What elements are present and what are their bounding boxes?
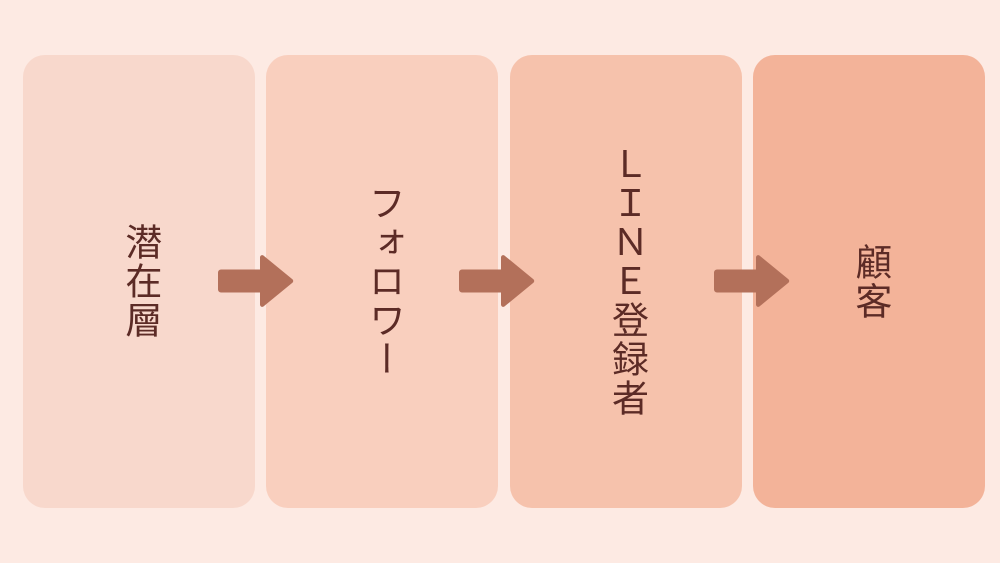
funnel-stage-follower[interactable]: フォロワー [266,55,499,508]
funnel-stage-list: 潜在層 フォロワー ＬＩＮＥ登録者 顧客 [23,55,985,508]
funnel-stage-label: 顧客 [848,242,890,321]
funnel-stage-label: フォロワー [362,184,404,379]
funnel-stage-label: ＬＩＮＥ登録者 [605,145,647,418]
funnel-stage-label: 潜在層 [118,223,160,340]
funnel-stage-customer[interactable]: 顧客 [752,55,985,508]
funnel-stage-potential[interactable]: 潜在層 [23,55,255,508]
funnel-stage-line-registrant[interactable]: ＬＩＮＥ登録者 [509,55,742,508]
